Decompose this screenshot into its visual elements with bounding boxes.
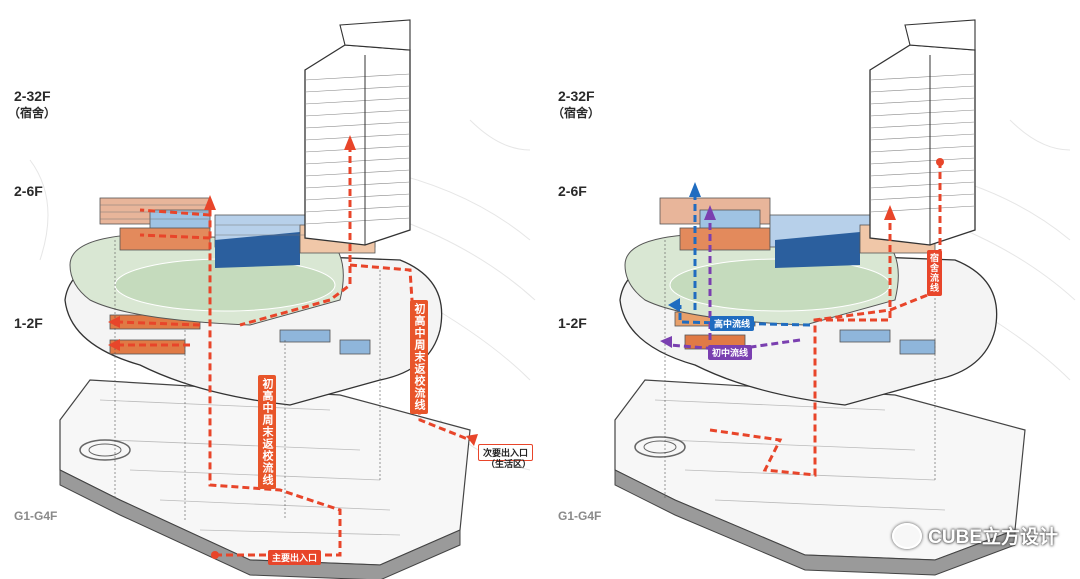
floor-label-tower-sub: （宿舍） bbox=[8, 106, 57, 120]
route-label-weekend-return-a: 初高中周末返校流线 bbox=[410, 300, 428, 414]
red-arrowhead bbox=[884, 205, 896, 220]
watermark: CUBE立方设计 bbox=[892, 522, 1058, 549]
route-arrowheads bbox=[108, 135, 478, 446]
dormitory-tower bbox=[869, 19, 976, 246]
purple-arrowhead bbox=[704, 205, 716, 220]
secondary-entry-text: 次要出入口 bbox=[483, 448, 529, 458]
blue-arrowhead-left bbox=[668, 298, 680, 312]
senior-high-route-label: 高中流线 bbox=[710, 316, 755, 331]
basement-g1-g4 bbox=[614, 379, 1026, 576]
floor-label-1-2f: 1-2F bbox=[558, 315, 587, 331]
watermark-text: CUBE立方设计 bbox=[928, 527, 1058, 548]
blue-senior-route bbox=[678, 195, 811, 327]
red-start-dot bbox=[936, 158, 944, 166]
right-diagram-panel: 2-32F （宿舍） 2-6F 1-2F G1-G4F 高中流线 初中流线 宿舍… bbox=[540, 0, 1080, 579]
floor-label-1-2f: 1-2F bbox=[14, 315, 43, 331]
floor-label-basement: G1-G4F bbox=[558, 509, 602, 523]
dorm-route-label: 宿舍流线 bbox=[927, 250, 942, 296]
secondary-entry-sub-label: （生活区） bbox=[486, 459, 532, 469]
alignment-lines bbox=[664, 240, 936, 500]
floor-label-tower-sub: （宿舍） bbox=[552, 106, 601, 120]
alignment-lines bbox=[114, 240, 381, 520]
purple-arrowhead-left bbox=[660, 336, 672, 348]
right-axonometric-drawing bbox=[614, 19, 1076, 576]
floor-label-basement: G1-G4F bbox=[14, 509, 58, 523]
left-diagram-panel: 2-32F （宿舍） 2-6F 1-2F G1-G4F 初高中周末返校流线 初高… bbox=[8, 19, 536, 579]
main-entry-dot bbox=[211, 551, 219, 559]
floor-label-tower: 2-32F bbox=[14, 88, 51, 104]
floor-label-2-6f: 2-6F bbox=[558, 183, 587, 199]
left-axonometric-drawing bbox=[29, 19, 536, 579]
dormitory-tower bbox=[304, 19, 411, 246]
junior-high-route-label: 初中流线 bbox=[708, 345, 753, 360]
wechat-logo-icon bbox=[892, 522, 923, 549]
floor-label-tower: 2-32F bbox=[558, 88, 595, 104]
floor-label-2-6f: 2-6F bbox=[14, 183, 43, 199]
route-label-weekend-return-b: 初高中周末返校流线 bbox=[258, 375, 276, 489]
main-entry-label: 主要出入口 bbox=[268, 550, 322, 565]
secondary-entry-label: 次要出入口 bbox=[478, 444, 534, 461]
blue-arrowhead bbox=[689, 182, 701, 197]
